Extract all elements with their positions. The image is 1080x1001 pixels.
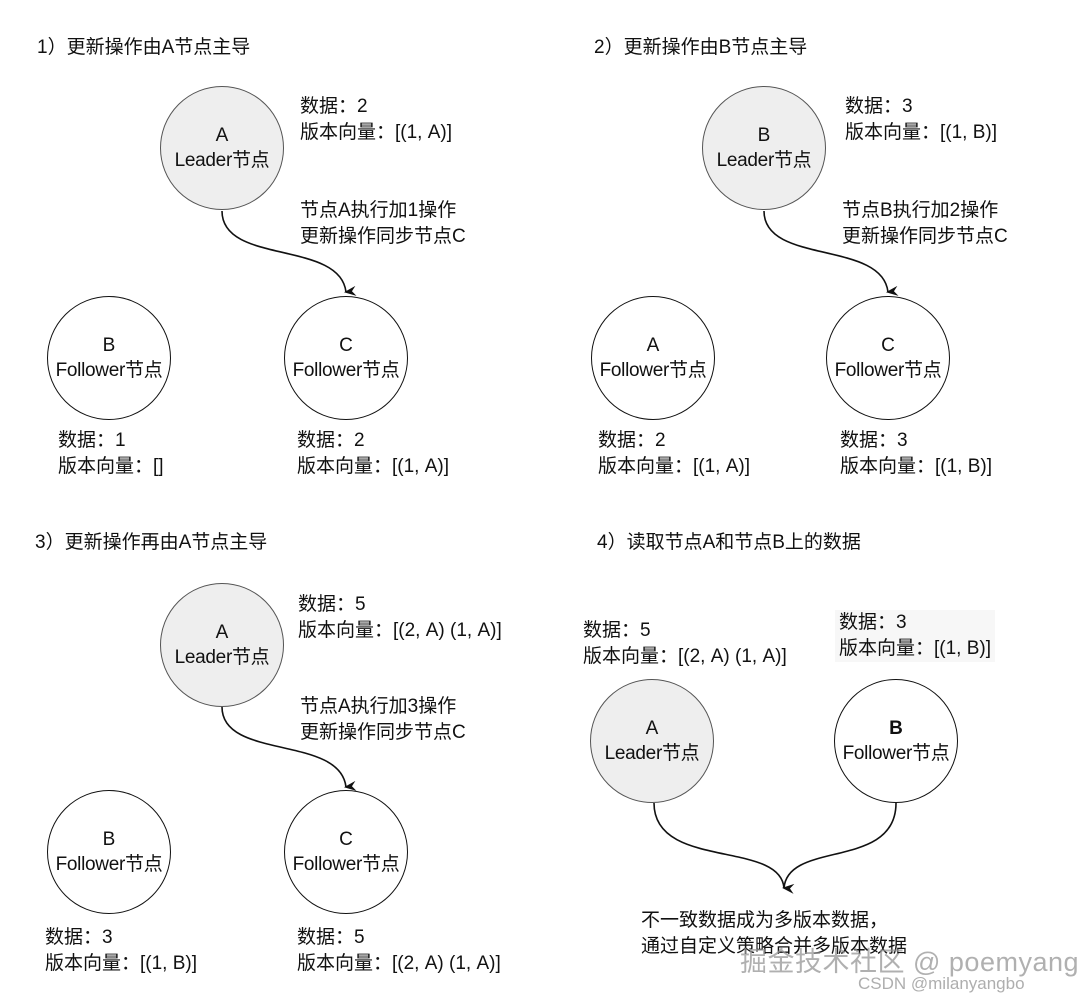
panel-3-follower-c-info: 数据：5 版本向量：[(2, A) (1, A)]	[297, 925, 501, 977]
panel-1-leader-node: A Leader节点	[160, 86, 284, 210]
panel-1-leader-info: 数据：2 版本向量：[(1, A)]	[300, 94, 452, 146]
panel-2-follower-a-info: 数据：2 版本向量：[(1, A)]	[598, 428, 750, 480]
node-role: Leader节点	[604, 743, 700, 764]
version-vector: 版本向量：[(1, B)]	[845, 122, 998, 143]
version-vector: 版本向量：[(1, A)]	[598, 456, 751, 477]
node-id: B	[889, 718, 903, 739]
watermark-juejin: 掘金技术社区 @ poemyang	[740, 947, 1079, 977]
node-role: Follower节点	[55, 360, 163, 381]
panel-1-follower-c-info: 数据：2 版本向量：[(1, A)]	[297, 428, 449, 480]
panel-3-follower-b-node: B Follower节点	[47, 790, 171, 914]
node-id: A	[215, 622, 229, 643]
node-id: B	[102, 335, 116, 356]
data-value: 数据：3	[845, 96, 913, 117]
node-role: Leader节点	[716, 150, 812, 171]
node-role: Follower节点	[842, 743, 950, 764]
data-value: 数据：5	[583, 620, 651, 641]
version-vector: 版本向量：[(1, A)]	[297, 456, 450, 477]
panel-4-node-a-info: 数据：5 版本向量：[(2, A) (1, A)]	[583, 618, 787, 670]
panel-1-follower-b-info: 数据：1 版本向量：[]	[58, 428, 164, 480]
data-value: 数据：2	[598, 430, 666, 451]
panel-4-title: 4）读取节点A和节点B上的数据	[597, 532, 861, 553]
data-value: 数据：3	[839, 612, 907, 633]
node-id: A	[646, 335, 660, 356]
node-id: A	[215, 125, 229, 146]
node-role: Follower节点	[834, 360, 942, 381]
merge-arrow-b	[782, 802, 897, 894]
sync-arrow-3	[221, 706, 357, 791]
data-value: 数据：3	[840, 430, 908, 451]
node-role: Follower节点	[292, 854, 400, 875]
panel-1-follower-c-node: C Follower节点	[284, 296, 408, 420]
panel-2-follower-c-info: 数据：3 版本向量：[(1, B)]	[840, 428, 992, 480]
version-vector: 版本向量：[(1, A)]	[300, 122, 453, 143]
data-value: 数据：5	[297, 927, 365, 948]
version-vector: 版本向量：[]	[58, 456, 164, 477]
data-value: 数据：5	[298, 594, 366, 615]
merge-line-a	[653, 802, 785, 889]
node-id: C	[339, 335, 353, 356]
version-vector: 版本向量：[(2, A) (1, A)]	[298, 620, 502, 641]
data-value: 数据：2	[300, 96, 368, 117]
data-value: 数据：1	[58, 430, 126, 451]
node-id: B	[757, 125, 771, 146]
panel-1-operation-note: 节点A执行加1操作 更新操作同步节点C	[300, 200, 466, 247]
sync-arrow-1	[221, 210, 357, 296]
node-id: C	[881, 335, 895, 356]
version-vector: 版本向量：[(2, A) (1, A)]	[583, 646, 787, 667]
version-vector: 版本向量：[(1, B)]	[839, 638, 992, 659]
panel-3-leader-node: A Leader节点	[160, 583, 284, 707]
panel-4-follower-b-node: B Follower节点	[834, 679, 958, 803]
node-role: Follower节点	[599, 360, 707, 381]
sync-arrow-2	[763, 210, 899, 296]
panel-2-title: 2）更新操作由B节点主导	[594, 37, 808, 58]
data-value: 数据：2	[297, 430, 365, 451]
node-role: Leader节点	[174, 150, 270, 171]
panel-2-leader-info: 数据：3 版本向量：[(1, B)]	[845, 94, 997, 146]
node-id: A	[645, 718, 659, 739]
version-vector: 版本向量：[(1, B)]	[840, 456, 993, 477]
panel-2-leader-node: B Leader节点	[702, 86, 826, 210]
node-role: Follower节点	[55, 854, 163, 875]
node-id: B	[102, 829, 116, 850]
node-id: C	[339, 829, 353, 850]
panel-3-operation-note: 节点A执行加3操作 更新操作同步节点C	[300, 696, 466, 743]
version-vector: 版本向量：[(1, B)]	[45, 953, 198, 974]
panel-3-follower-c-node: C Follower节点	[284, 790, 408, 914]
panel-3-follower-b-info: 数据：3 版本向量：[(1, B)]	[45, 925, 197, 977]
node-role: Leader节点	[174, 647, 270, 668]
panel-1-follower-b-node: B Follower节点	[47, 296, 171, 420]
panel-4-node-b-info: 数据：3 版本向量：[(1, B)]	[835, 610, 996, 662]
data-value: 数据：3	[45, 927, 113, 948]
panel-2-follower-a-node: A Follower节点	[591, 296, 715, 420]
panel-2-operation-note: 节点B执行加2操作 更新操作同步节点C	[842, 200, 1008, 247]
panel-2-follower-c-node: C Follower节点	[826, 296, 950, 420]
version-vector: 版本向量：[(2, A) (1, A)]	[297, 953, 501, 974]
panel-1-title: 1）更新操作由A节点主导	[37, 37, 251, 58]
watermark-csdn: CSDN @milanyangbo	[858, 974, 1025, 993]
panel-4-merge-result-note: 不一致数据成为多版本数据， 通过自定义策略合并多版本数据	[641, 910, 908, 957]
node-role: Follower节点	[292, 360, 400, 381]
panel-3-title: 3）更新操作再由A节点主导	[35, 532, 268, 553]
panel-4-leader-a-node: A Leader节点	[590, 679, 714, 803]
panel-3-leader-info: 数据：5 版本向量：[(2, A) (1, A)]	[298, 592, 502, 644]
